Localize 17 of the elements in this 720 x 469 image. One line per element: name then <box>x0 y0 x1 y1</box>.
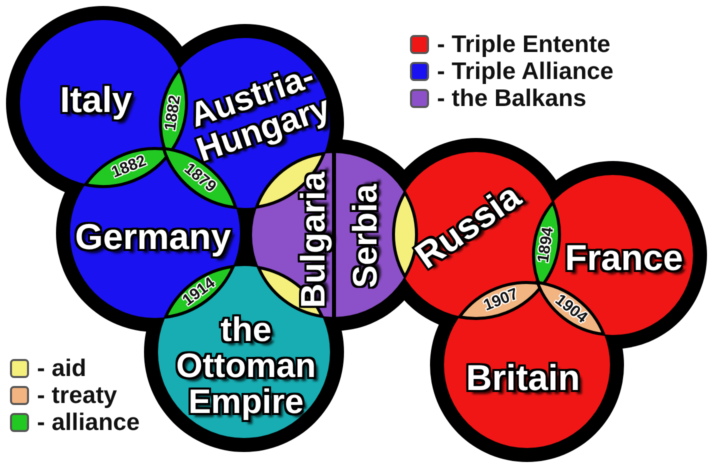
legend-label: - the Balkans <box>437 85 586 112</box>
legend-label: - Triple Entente <box>437 31 610 58</box>
country-name: Bulgaria <box>294 172 334 308</box>
legend-label: - alliance <box>37 409 140 436</box>
year-label: 1882 <box>162 94 184 132</box>
country-name: Britain <box>466 357 580 399</box>
country-name: the Ottoman Empire <box>176 312 316 420</box>
legend-label: - Triple Alliance <box>437 58 614 85</box>
legend-label: - aid <box>37 355 86 382</box>
country-name: Germany <box>74 216 232 258</box>
legend-label: - treaty <box>37 382 118 409</box>
year-label: 1882 <box>108 152 148 182</box>
country-name: Italy <box>60 79 132 121</box>
country-name: France <box>564 237 684 279</box>
year-label: 1907 <box>482 286 522 314</box>
country-name: Serbia <box>346 184 386 288</box>
year-label: 1894 <box>534 226 557 264</box>
